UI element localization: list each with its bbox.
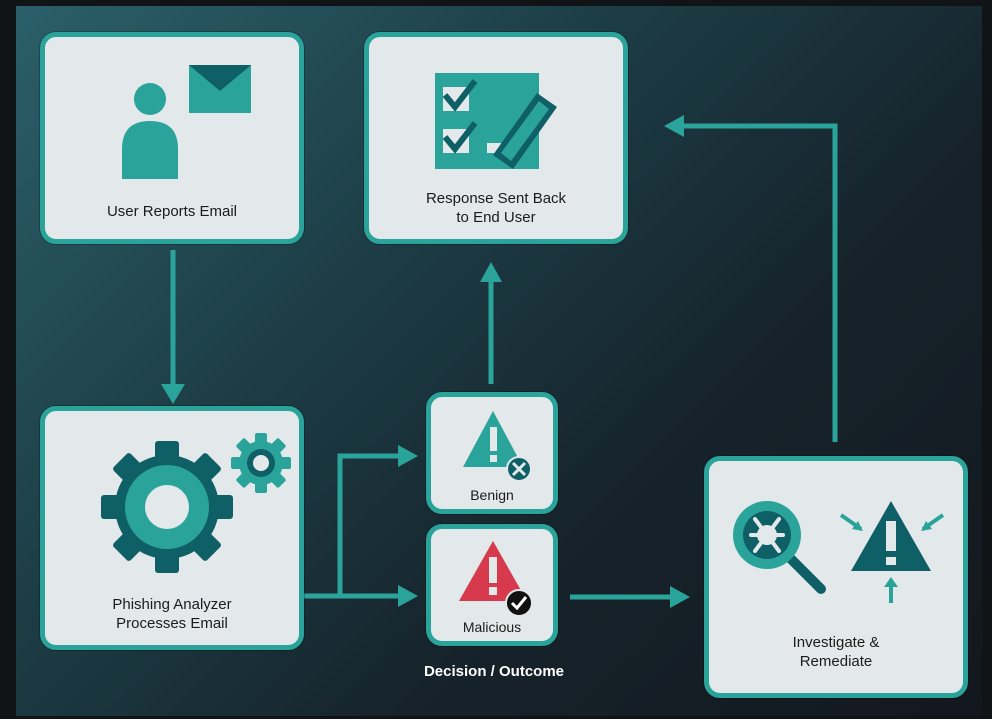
pencil-icon xyxy=(493,93,557,169)
node-phishing-analyzer-label: Phishing Analyzer Processes Email xyxy=(112,596,232,632)
node-user-reports-email: User Reports Email xyxy=(40,32,304,244)
small-gear-icon xyxy=(231,433,291,493)
node-user-reports-label: User Reports Email xyxy=(106,203,238,220)
edge-analyzer-branch xyxy=(300,453,400,599)
envelope-icon xyxy=(189,65,251,113)
edge-investigate-to-response xyxy=(682,123,838,442)
node-response-sent-label: Response Sent Back to End User xyxy=(425,190,567,226)
node-malicious-label: Malicious xyxy=(462,619,522,635)
edge-benign-to-response-arrowhead xyxy=(480,262,502,282)
alert-arrows-icon xyxy=(839,501,945,603)
node-response-sent: Response Sent Back to End User xyxy=(364,32,628,244)
warning-check-icon xyxy=(459,541,533,617)
node-investigate-remediate: Investigate & Remediate xyxy=(704,456,968,698)
warning-x-icon xyxy=(463,411,532,482)
edge-investigate-to-response-arrowhead xyxy=(664,115,684,137)
node-malicious: Malicious xyxy=(426,524,558,646)
node-investigate-label: Investigate & Remediate xyxy=(792,634,880,670)
edge-malicious-to-investigate-arrowhead xyxy=(670,586,690,608)
gear-icon xyxy=(101,441,233,573)
node-benign-label: Benign xyxy=(470,487,514,503)
edge-user-to-analyzer-arrowhead xyxy=(161,384,185,404)
user-icon xyxy=(122,83,178,179)
node-phishing-analyzer: Phishing Analyzer Processes Email xyxy=(40,406,304,650)
magnifier-bug-icon xyxy=(733,501,826,594)
edge-analyzer-to-benign-arrowhead xyxy=(398,445,418,467)
decision-outcome-caption: Decision / Outcome xyxy=(423,663,565,680)
edge-analyzer-to-malicious-arrowhead xyxy=(398,585,418,607)
node-benign: Benign xyxy=(426,392,558,514)
